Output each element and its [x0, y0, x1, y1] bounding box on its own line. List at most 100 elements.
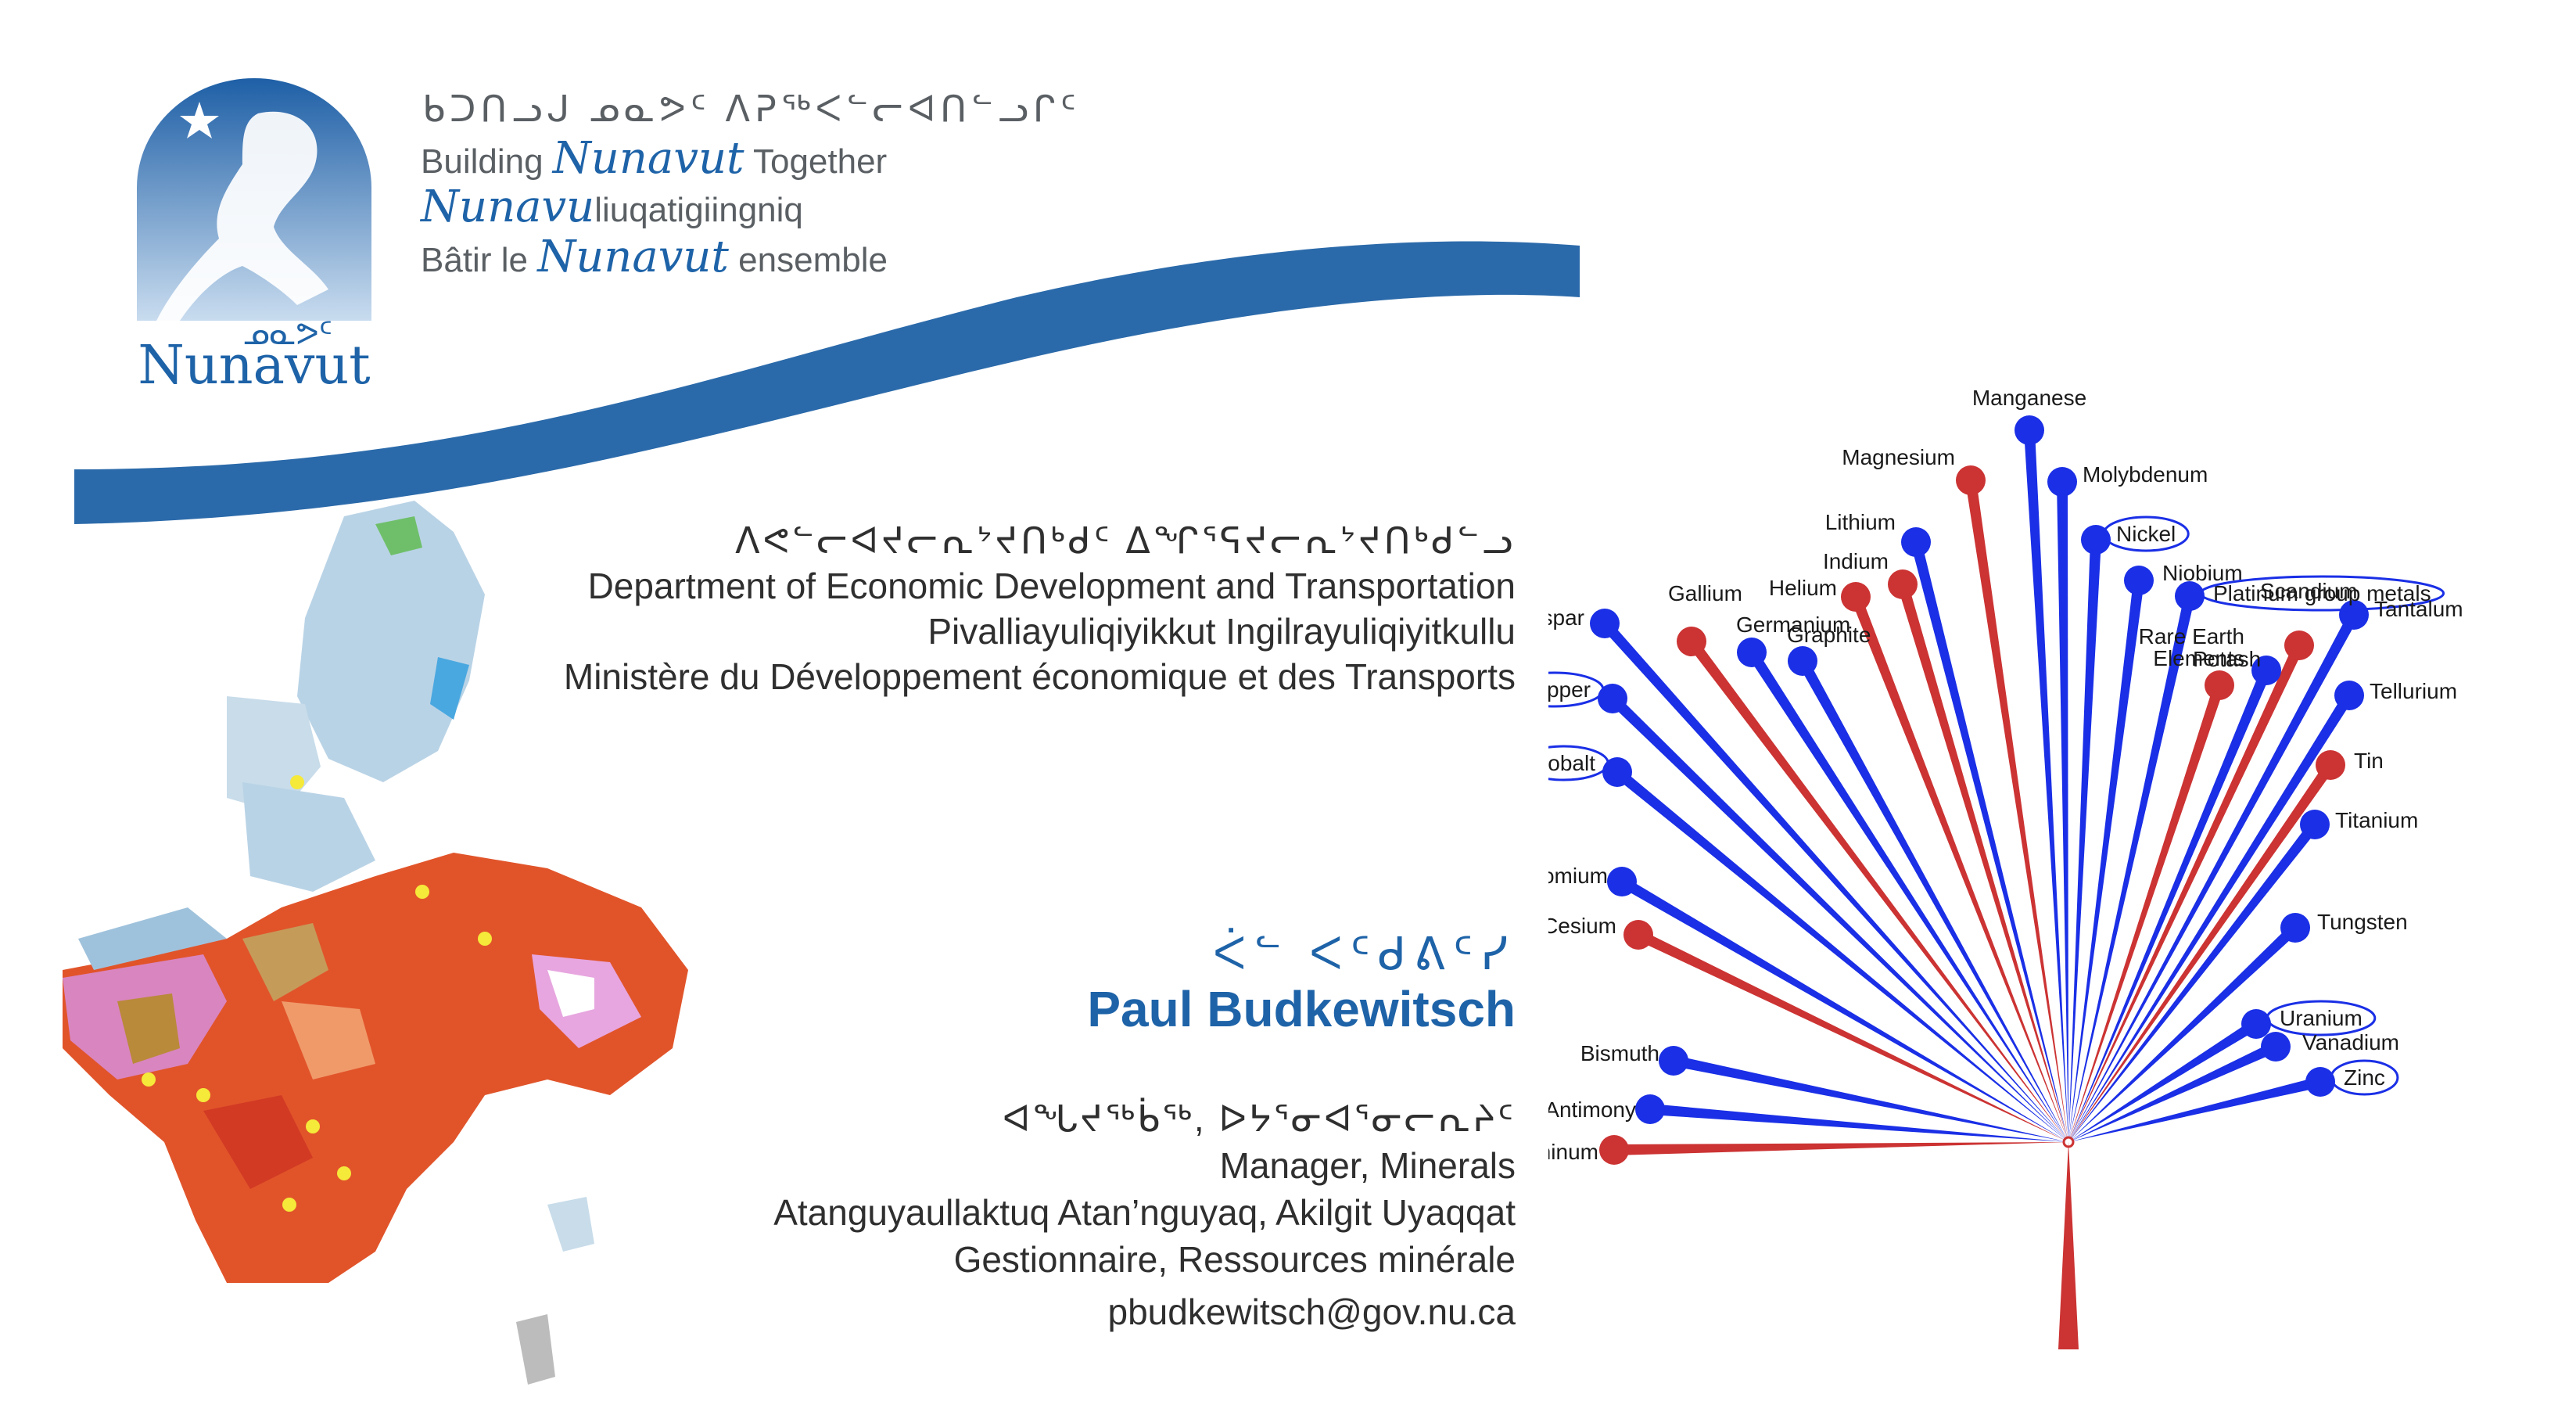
node-platinum-group-metals [2175, 581, 2205, 611]
contact-name: Paul Budkewitsch [1087, 981, 1516, 1037]
spoke-tellurium [2068, 692, 2354, 1142]
node-manganese [2015, 415, 2044, 445]
node-potash [2205, 670, 2234, 700]
node-gallium [1677, 627, 1706, 656]
fan-stem [2058, 1142, 2079, 1349]
star-icon [180, 102, 219, 138]
spoke-indium [1897, 583, 2068, 1142]
node-niobium [2124, 566, 2154, 595]
node-chromium [1607, 867, 1637, 896]
spoke-molybdenum [2057, 481, 2068, 1142]
spoke-fluorspar [1600, 620, 2068, 1142]
spoke-lithium [1910, 541, 2068, 1142]
department-english: Department of Economic Development and T… [587, 566, 1516, 606]
spoke-bismuth [1672, 1055, 2068, 1142]
spoke-potash [2068, 683, 2225, 1142]
node-tungsten [2280, 913, 2310, 943]
spoke-tantalum [2068, 612, 2359, 1142]
label-tellurium: Tellurium [2370, 679, 2457, 703]
spoke-rare-earth-elements [2068, 668, 2272, 1142]
label-titanium: Titanium [2335, 808, 2418, 832]
title-french: Gestionnaire, Ressources minérale [953, 1239, 1516, 1280]
label-helium: Helium [1769, 576, 1837, 600]
label-aluminum: Aluminum [1548, 1140, 1598, 1164]
spoke-nickel [2068, 539, 2101, 1142]
spoke-tungsten [2068, 923, 2299, 1142]
spoke-tin [2068, 762, 2335, 1142]
label-zinc: Zinc [2344, 1065, 2385, 1090]
contact-email[interactable]: pbudkewitsch@gov.nu.ca [1107, 1291, 1516, 1332]
contact-name-syllabics: ᐹᓪ ᐸᑦᑯᕕᑦᓯ [1213, 929, 1516, 979]
department-syllabics: ᐱᕙᓪᓕᐊᔪᓕᕆᔾᔪᑎᒃᑯᑦ ᐃᖏᕐᕋᔪᓕᕆᔾᔪᑎᒃᑯᓪᓗ [735, 520, 1516, 561]
spoke-uranium [2068, 1019, 2259, 1142]
label-lithium: Lithium [1825, 510, 1896, 534]
node-scandium [2284, 630, 2314, 660]
spoke-helium [1850, 595, 2068, 1142]
node-tellurium [2334, 681, 2364, 710]
label-cesium: Cesium [1548, 914, 1616, 938]
label-magnesium: Magnesium [1842, 445, 1955, 469]
label-chromium: Chromium [1548, 864, 1608, 888]
label-tantalum: Tantalum [2374, 597, 2463, 621]
spoke-zinc [2068, 1076, 2322, 1142]
label-uranium: Uranium [2280, 1006, 2363, 1030]
label-indium: Indium [1823, 549, 1889, 573]
node-lithium [1901, 527, 1931, 557]
label-graphite: Graphite [1787, 623, 1871, 647]
title-syllabics: ᐊᖓᔪᖅᑳᖅ, ᐅᔭᕐᓂᐊᕐᓂᓕᕆᔨᑦ [1002, 1098, 1516, 1139]
motto-french: Bâtir le Nunavut ensemble [421, 232, 888, 282]
node-titanium [2300, 810, 2330, 839]
nunavut-logo-emblem: ᓄᓇᕗᑦ Nunavut [137, 78, 371, 391]
label-antimony: Antimony [1548, 1097, 1636, 1122]
spoke-scandium [2068, 643, 2305, 1142]
motto-inuinnaqtun: Nunavuliuqatigiingniq [421, 181, 803, 232]
motto-fr-suffix: ensemble [738, 241, 888, 279]
node-tantalum [2339, 600, 2369, 630]
label-nickel: Nickel [2116, 522, 2176, 546]
node-helium [1841, 582, 1871, 612]
node-zinc [2305, 1067, 2335, 1097]
contact-title-block: ᐊᖓᔪᖅᑳᖅ, ᐅᔭᕐᓂᐊᕐᓂᓕᕆᔨᑦ Manager, Minerals At… [773, 1095, 1516, 1333]
node-fluorspar [1590, 609, 1620, 638]
label-tin: Tin [2354, 749, 2384, 773]
spoke-manganese [2024, 429, 2068, 1142]
label-copper: Copper [1548, 677, 1591, 702]
node-uranium [2241, 1009, 2271, 1039]
spoke-niobium [2068, 580, 2144, 1142]
spoke-cesium [1635, 929, 2068, 1142]
node-cesium [1623, 920, 1653, 950]
logo-wordmark: Nunavut [138, 335, 370, 391]
node-germanium [1737, 638, 1767, 667]
node-tin [2316, 750, 2345, 780]
motto-fr-accent: Nunavut [537, 232, 729, 282]
node-rare-earth-elements [2251, 656, 2281, 685]
critical-minerals-fan-chart: AluminumAntimonyBismuthCesiumChromiumCob… [1548, 386, 2463, 1349]
node-molybdenum [2047, 467, 2077, 497]
contact-block: ᐹᓪ ᐸᑦᑯᕕᑦᓯ Paul Budkewitsch [1087, 927, 1516, 1038]
node-cobalt [1602, 757, 1632, 787]
label-molybdenum: Molybdenum [2083, 462, 2208, 487]
label-cobalt: Cobalt [1548, 751, 1595, 775]
motto-en-suffix: Together [752, 142, 888, 181]
spoke-platinum-group-metals [2068, 595, 2195, 1142]
highlight-ring-nickel [2102, 516, 2190, 552]
title-inuinnaqtun: Atanguyaullaktuq Atan’nguyaq, Akilgit Uy… [773, 1192, 1516, 1233]
node-indium [1888, 569, 1918, 599]
highlight-ring-platinum-group-metals [2199, 575, 2445, 612]
spoke-chromium [1619, 876, 2068, 1142]
spoke-titanium [2068, 821, 2319, 1142]
node-copper [1598, 684, 1627, 713]
spoke-copper [1609, 694, 2068, 1142]
motto-iu-suffix: liuqatigiingniq [594, 191, 803, 229]
label-manganese: Manganese [1972, 386, 2086, 410]
motto-syllabics: ᑲᑐᑎᓗᒍ ᓄᓇᕗᑦ ᐱᕈᖅᐸᓪᓕᐊᑎᓪᓗᒋᑦ [422, 88, 1081, 129]
label-tungsten: Tungsten [2317, 910, 2408, 934]
node-graphite [1788, 646, 1817, 676]
node-magnesium [1956, 465, 1986, 495]
highlight-ring-cobalt [1548, 745, 1609, 781]
nunavut-geology-map [63, 501, 688, 1385]
node-bismuth [1659, 1046, 1688, 1076]
spoke-cobalt [1613, 767, 2068, 1142]
department-block: ᐱᕙᓪᓕᐊᔪᓕᕆᔾᔪᑎᒃᑯᑦ ᐃᖏᕐᕋᔪᓕᕆᔾᔪᑎᒃᑯᓪᓗ Department… [564, 518, 1516, 699]
